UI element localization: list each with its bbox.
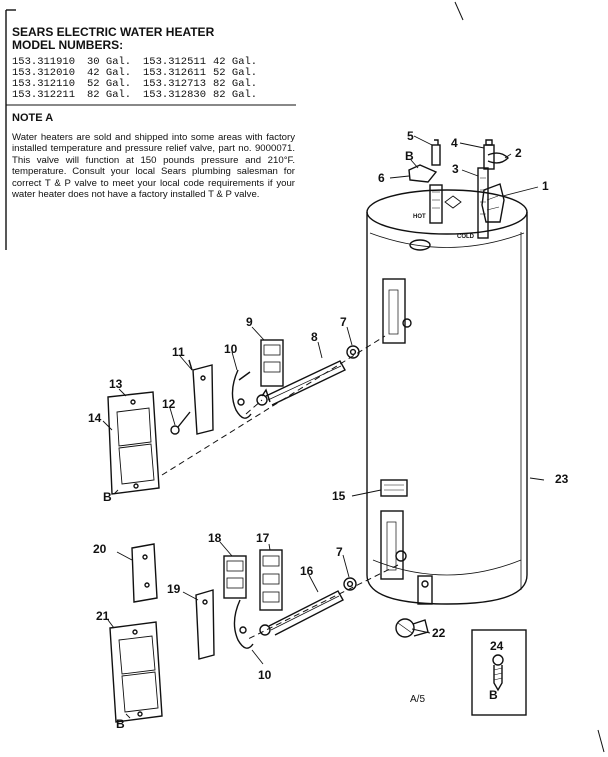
note-title: NOTE A xyxy=(12,112,54,124)
callout-13: 13 xyxy=(109,377,123,391)
note-text: Water heaters are sold and shipped into … xyxy=(12,132,295,201)
callout-21: 21 xyxy=(96,609,110,623)
assembly-line-upper xyxy=(161,335,386,476)
upper-access-opening xyxy=(382,278,412,344)
lower-heating-element-16 xyxy=(259,590,344,636)
thermostat-18 xyxy=(223,555,247,599)
label-plate-15 xyxy=(380,479,408,497)
heat-trap-fitting xyxy=(487,152,509,164)
callout-b-top: B xyxy=(405,149,414,163)
thermostat-clip-10 xyxy=(231,369,252,419)
callout-22: 22 xyxy=(432,626,446,640)
drawing-code: A/5 xyxy=(410,694,426,705)
relief-valve xyxy=(481,183,505,223)
callout-20: 20 xyxy=(93,542,107,556)
element-cover-6 xyxy=(408,164,438,183)
callout-7-upper: 7 xyxy=(340,315,347,329)
access-cover-21 xyxy=(109,621,163,723)
screw-12 xyxy=(170,411,191,435)
callout-24: 24 xyxy=(490,639,504,653)
screw-box-24 xyxy=(471,629,527,716)
callout-9: 9 xyxy=(246,315,253,329)
thermostat-clip-10-lower xyxy=(233,599,254,649)
corner-mark-top xyxy=(454,1,464,21)
callout-11: 11 xyxy=(172,345,185,359)
insulation-retainer-20 xyxy=(131,543,158,603)
header-title: SEARS ELECTRIC WATER HEATER xyxy=(12,25,215,39)
dip-tube xyxy=(483,139,495,170)
corner-mark-bottom xyxy=(597,729,605,753)
callout-18: 18 xyxy=(208,531,222,545)
callout-23: 23 xyxy=(555,472,569,486)
callout-1: 1 xyxy=(542,179,549,193)
callout-6: 6 xyxy=(378,171,385,185)
hot-outlet-nipple xyxy=(429,139,443,224)
upper-heating-element-8 xyxy=(256,360,346,406)
header-subtitle: MODEL NUMBERS: xyxy=(12,38,124,52)
callout-leaders xyxy=(102,135,545,719)
cold-inlet-pipe xyxy=(477,167,489,239)
callout-7-lower: 7 xyxy=(336,545,343,559)
callout-2: 2 xyxy=(515,146,522,160)
callout-b-low: B xyxy=(116,717,125,731)
cold-tag: COLD xyxy=(457,234,474,240)
callout-19: 19 xyxy=(167,582,181,596)
callout-14: 14 xyxy=(88,411,102,425)
callout-5: 5 xyxy=(407,129,414,143)
callout-8: 8 xyxy=(311,330,318,344)
drain-valve-22 xyxy=(395,575,433,638)
callout-12: 12 xyxy=(162,397,176,411)
gasket-7-lower xyxy=(343,577,357,591)
lower-access-opening xyxy=(380,510,407,580)
callout-16: 16 xyxy=(300,564,314,578)
callout-10-upper: 10 xyxy=(224,342,238,356)
upper-thermostat-9 xyxy=(260,339,284,387)
insulation-retainer-19 xyxy=(195,589,215,660)
callout-10-lower: 10 xyxy=(258,668,272,682)
lower-thermostat-17 xyxy=(259,549,283,611)
top-fitting-ring xyxy=(409,239,431,251)
callout-15: 15 xyxy=(332,489,346,503)
hot-tag: HOT xyxy=(413,214,426,220)
callout-b-mid: B xyxy=(103,490,112,504)
insulation-retainer-11 xyxy=(188,359,214,435)
assembly-line-lower xyxy=(245,564,399,641)
callout-3: 3 xyxy=(452,162,459,176)
water-heater-tank xyxy=(366,189,528,605)
access-cover-13 xyxy=(107,391,160,495)
callout-4: 4 xyxy=(451,136,458,150)
callout-17: 17 xyxy=(256,531,270,545)
callout-b-box: B xyxy=(489,688,498,702)
